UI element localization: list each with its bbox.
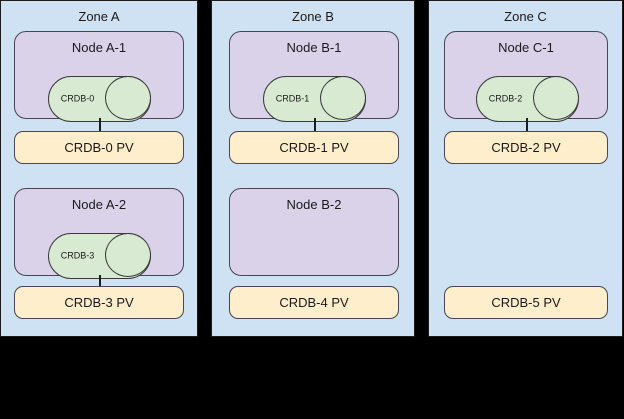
node-b-2[interactable]: Node B-2 [229, 188, 399, 276]
connector-crdb-0-to-pv [99, 118, 101, 132]
node-c-1-title: Node C-1 [498, 40, 554, 55]
pv-crdb-5[interactable]: CRDB-5 PV [444, 286, 608, 319]
pv-crdb-2[interactable]: CRDB-2 PV [444, 131, 608, 164]
database-crdb-3[interactable]: CRDB-3 [48, 233, 151, 279]
pv-crdb-1[interactable]: CRDB-1 PV [229, 131, 399, 164]
database-crdb-0-label: CRDB-0 [60, 93, 95, 104]
pv-crdb-4[interactable]: CRDB-4 PV [229, 286, 399, 319]
node-b-1[interactable]: Node B-1 CRDB-1 [229, 31, 399, 122]
database-crdb-0[interactable]: CRDB-0 [48, 76, 151, 122]
pv-crdb-0[interactable]: CRDB-0 PV [14, 131, 184, 164]
zone-a: Zone A Node A-1 CRDB-0 CRDB-0 PV Node A-… [0, 0, 198, 337]
zone-a-title: Zone A [78, 9, 120, 24]
zone-c: Zone C Node C-1 CRDB-2 CRDB-2 PV CRDB-5 … [428, 0, 623, 337]
database-crdb-1-label: CRDB-1 [275, 93, 310, 104]
database-crdb-2-label: CRDB-2 [488, 93, 523, 104]
node-a-1[interactable]: Node A-1 CRDB-0 [14, 31, 184, 122]
zone-b: Zone B Node B-1 CRDB-1 CRDB-1 PV Node B-… [211, 0, 415, 337]
node-a-2[interactable]: Node A-2 CRDB-3 [14, 188, 184, 279]
connector-crdb-3-to-pv [99, 275, 101, 287]
node-b-2-title: Node B-2 [286, 197, 342, 212]
connector-crdb-1-to-pv [314, 118, 316, 132]
zone-c-title: Zone C [504, 9, 547, 24]
pv-crdb-3[interactable]: CRDB-3 PV [14, 286, 184, 319]
cylinder-cap-icon [105, 233, 151, 277]
node-c-1[interactable]: Node C-1 CRDB-2 [444, 31, 608, 122]
zone-b-title: Zone B [292, 9, 334, 24]
node-b-1-title: Node B-1 [286, 40, 342, 55]
cylinder-cap-icon [105, 76, 151, 120]
database-crdb-3-label: CRDB-3 [60, 250, 95, 261]
node-a-2-title: Node A-2 [71, 197, 127, 212]
cylinder-cap-icon [320, 76, 366, 120]
database-crdb-1[interactable]: CRDB-1 [263, 76, 366, 122]
database-crdb-2[interactable]: CRDB-2 [476, 76, 579, 122]
connector-crdb-2-to-pv [526, 118, 528, 132]
node-a-1-title: Node A-1 [71, 40, 127, 55]
cylinder-cap-icon [533, 76, 579, 120]
